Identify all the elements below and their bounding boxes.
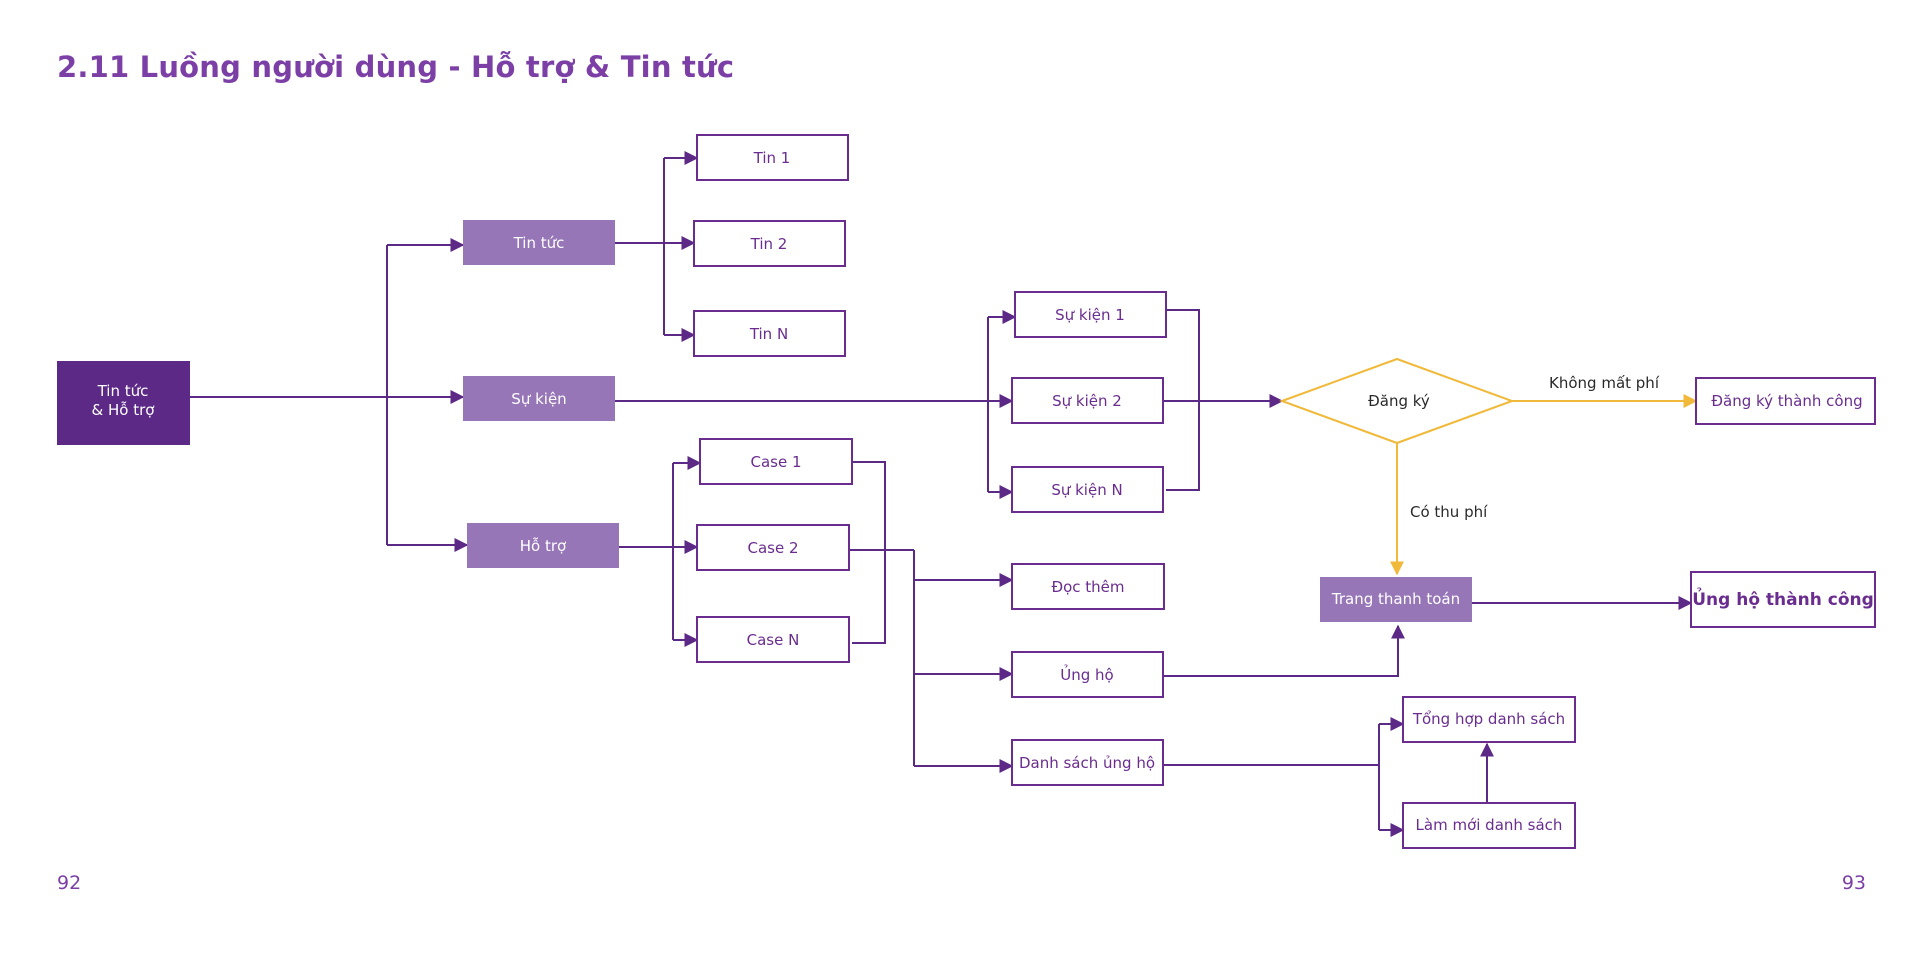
page-number-left: 92 <box>57 872 82 894</box>
node-news-n[interactable]: Tin N <box>693 310 846 357</box>
node-root-line-2: & Hỗ trợ <box>92 401 156 419</box>
node-case-1[interactable]: Case 1 <box>699 438 853 485</box>
page-number-right: 93 <box>1841 872 1866 894</box>
node-root[interactable]: Tin tức & Hỗ trợ <box>57 361 190 445</box>
node-news-n-label: Tin N <box>749 325 788 343</box>
node-case-1-label: Case 1 <box>750 453 801 471</box>
node-event-n[interactable]: Sự kiện N <box>1011 466 1164 513</box>
node-payment-page[interactable]: Trang thanh toán <box>1320 577 1472 622</box>
node-event-1[interactable]: Sự kiện 1 <box>1014 291 1167 338</box>
node-register-success-label: Đăng ký thành công <box>1711 392 1862 410</box>
page-title: 2.11 Luồng người dùng - Hỗ trợ & Tin tức <box>57 50 735 84</box>
node-payment-page-label: Trang thanh toán <box>1331 590 1460 608</box>
node-summary-list-label: Tổng hợp danh sách <box>1412 710 1565 728</box>
node-events[interactable]: Sự kiện <box>463 376 615 421</box>
node-root-line-1: Tin tức <box>97 382 149 400</box>
node-summary-list[interactable]: Tổng hợp danh sách <box>1402 696 1576 743</box>
node-case-2-label: Case 2 <box>747 539 798 557</box>
node-event-2-label: Sự kiện 2 <box>1052 392 1122 410</box>
node-read-more[interactable]: Đọc thêm <box>1011 563 1165 610</box>
node-news[interactable]: Tin tức <box>463 220 615 265</box>
edge-label-free: Không mất phí <box>1549 374 1660 392</box>
node-register-success[interactable]: Đăng ký thành công <box>1695 377 1876 425</box>
node-case-2[interactable]: Case 2 <box>696 524 850 571</box>
edge-cases-merge <box>852 461 886 644</box>
node-read-more-label: Đọc thêm <box>1051 578 1124 596</box>
node-news-1-label: Tin 1 <box>753 149 791 167</box>
node-donate-success[interactable]: Ủng hộ thành công <box>1690 571 1876 628</box>
node-donate-success-label: Ủng hộ thành công <box>1692 586 1874 610</box>
node-refresh-list[interactable]: Làm mới danh sách <box>1402 802 1576 849</box>
node-register-label: Đăng ký <box>1368 392 1430 410</box>
node-news-1[interactable]: Tin 1 <box>696 134 849 181</box>
node-register-decision[interactable]: Đăng ký <box>1279 357 1515 445</box>
node-case-n[interactable]: Case N <box>696 616 850 663</box>
node-refresh-list-label: Làm mới danh sách <box>1416 816 1563 834</box>
node-news-2-label: Tin 2 <box>750 235 788 253</box>
edge-donate-to-payment <box>1163 624 1405 677</box>
node-donate-label: Ủng hộ <box>1060 664 1113 684</box>
connectors <box>190 151 1693 837</box>
node-donate[interactable]: Ủng hộ <box>1011 651 1164 698</box>
node-donor-list[interactable]: Danh sách ủng hộ <box>1011 739 1164 786</box>
node-events-label: Sự kiện <box>511 390 566 408</box>
yellow-connectors <box>1390 394 1698 576</box>
node-event-1-label: Sự kiện 1 <box>1055 306 1125 324</box>
node-support-label: Hỗ trợ <box>520 537 567 555</box>
node-case-n-label: Case N <box>747 631 800 649</box>
node-donor-list-label: Danh sách ủng hộ <box>1019 754 1155 772</box>
node-support[interactable]: Hỗ trợ <box>467 523 619 568</box>
node-news-2[interactable]: Tin 2 <box>693 220 846 267</box>
edge-label-paid: Có thu phí <box>1410 503 1488 521</box>
node-event-2[interactable]: Sự kiện 2 <box>1011 377 1164 424</box>
node-news-label: Tin tức <box>513 234 565 252</box>
node-event-n-label: Sự kiện N <box>1051 481 1122 499</box>
